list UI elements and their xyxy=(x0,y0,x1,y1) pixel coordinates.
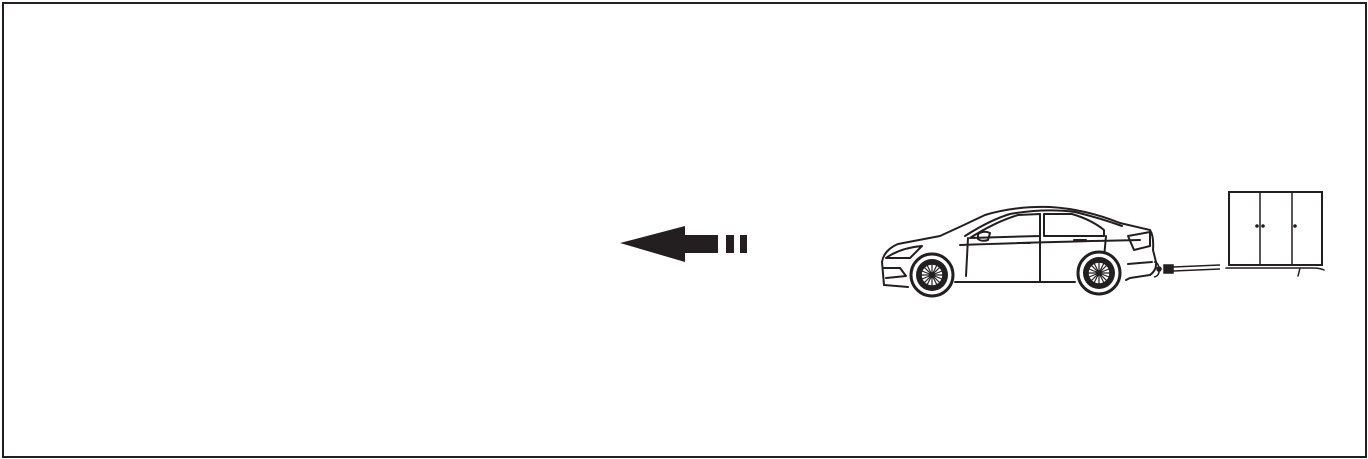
arrow-dash-2 xyxy=(740,235,747,253)
car-rear-wheel-icon xyxy=(1078,252,1120,294)
car-front-bumper-bottom xyxy=(884,285,908,287)
car-mirror xyxy=(978,232,990,241)
car-rear-bumper xyxy=(1128,262,1152,264)
car-front-door-edge xyxy=(966,238,968,276)
arrow-dash-1 xyxy=(726,235,734,253)
car-front-wheel-icon xyxy=(911,254,953,296)
trailer-base xyxy=(1226,268,1324,270)
direction-arrow-icon xyxy=(620,226,747,262)
trailer-box xyxy=(1229,192,1322,265)
car-front-grille xyxy=(884,268,906,278)
arrow-head xyxy=(620,226,718,262)
trailer-icon xyxy=(1226,192,1324,276)
trailer-hitch-icon xyxy=(1154,262,1220,277)
